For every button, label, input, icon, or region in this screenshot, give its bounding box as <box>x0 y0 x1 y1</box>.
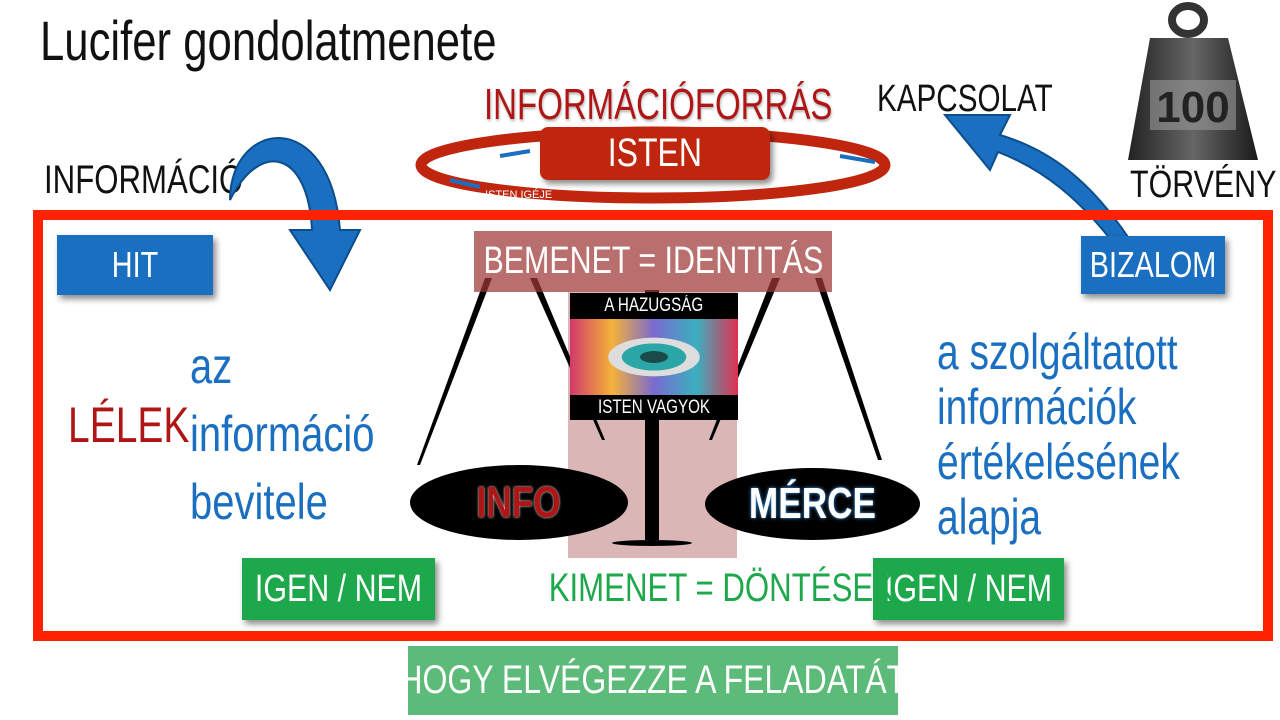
connection-label: KAPCSOLAT <box>877 78 1053 120</box>
trust-box: BIZALOM <box>1081 236 1225 294</box>
soul-frame <box>33 210 1273 641</box>
source-heading: INFORMÁCIÓFORRÁS <box>484 80 833 129</box>
god-box: ISTEN <box>540 127 770 180</box>
lie-bottom-text: ISTEN VAGYOK <box>597 397 711 418</box>
faith-box: HIT <box>57 235 213 295</box>
info-pan: INFO <box>410 465 628 540</box>
eye-image <box>570 319 738 395</box>
arrow-icon <box>449 178 481 189</box>
weight-value: 100 <box>1156 83 1229 132</box>
input-identity-box: BEMENET = IDENTITÁS <box>474 231 832 292</box>
arrow-icon <box>839 154 876 164</box>
ring-label-fruit: GYÜMÖLCS <box>772 149 835 161</box>
measure-pan: MÉRCE <box>705 468 920 540</box>
weight-icon: 100 <box>1128 2 1258 160</box>
yes-no-right-box: IGEN / NEM <box>873 558 1064 620</box>
arrow-up-left-icon <box>942 114 1132 247</box>
law-label: TÖRVÉNY <box>1130 164 1277 206</box>
output-decisions: KIMENET = DÖNTÉSEK <box>548 566 895 610</box>
ring-label-love: SZERETET <box>450 155 508 167</box>
left-description: az információ bevitele <box>190 338 375 530</box>
yes-no-left-box: IGEN / NEM <box>242 558 435 620</box>
arrow-icon <box>499 149 531 158</box>
slide-title: Lucifer gondolatmenete <box>40 9 497 72</box>
soul-label: LÉLEK <box>68 397 190 453</box>
purpose-box: HOGY ELVÉGEZZE A FELADATÁT <box>400 646 906 715</box>
lie-top-text: A HAZUGSÁG <box>604 295 704 316</box>
lie-panel: A HAZUGSÁG ISTEN VAGYOK <box>570 293 738 420</box>
curved-arrow-down-icon <box>229 137 362 292</box>
information-label: INFORMÁCIÓ <box>44 158 244 202</box>
ring-label-word: ISTEN IGÉJE <box>485 188 552 201</box>
right-description: a szolgáltatott információk értékeléséne… <box>937 324 1180 545</box>
